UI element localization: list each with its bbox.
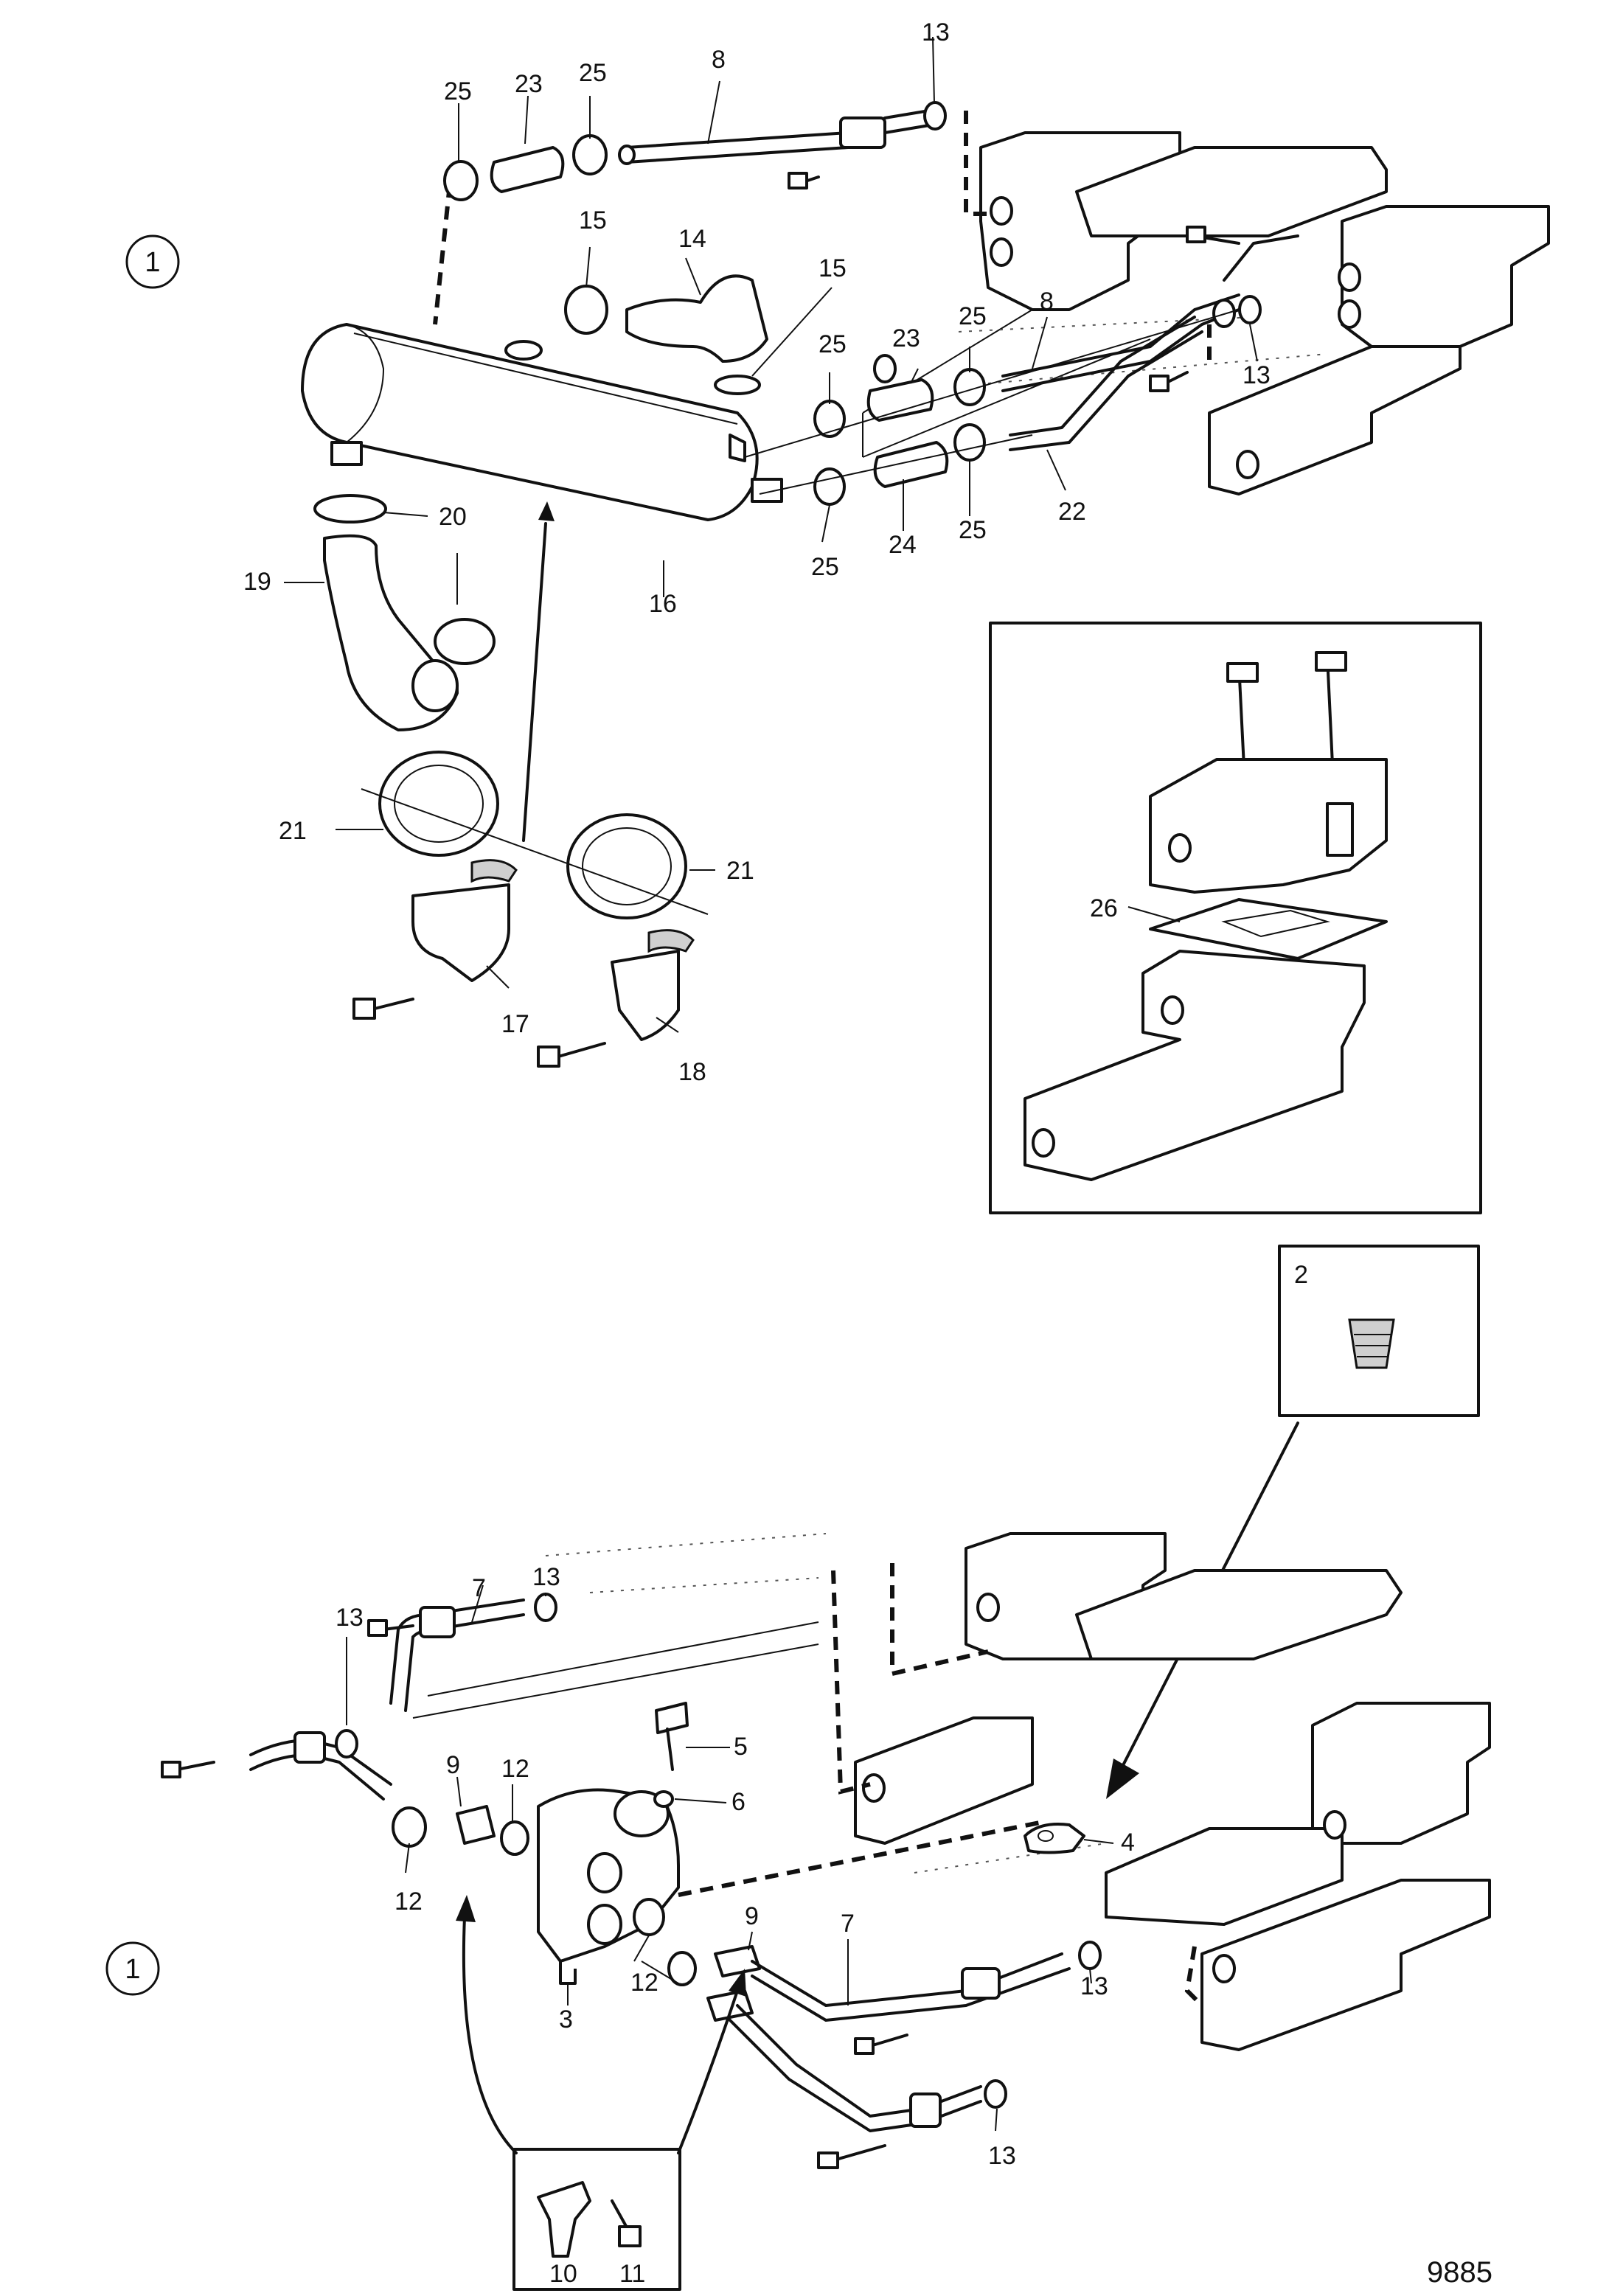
label-13-bottom-low: 13 (988, 2142, 1016, 2170)
label-13-bottom-right: 13 (1080, 1972, 1108, 2000)
label-12-left: 12 (395, 1888, 423, 1916)
pipe-7-lower (751, 1952, 1063, 2007)
label-23-mid: 23 (892, 324, 920, 352)
label-25-bottom-right: 25 (959, 516, 987, 544)
bracket-4 (1024, 1823, 1085, 1854)
pipe-22 (1009, 316, 1196, 436)
label-14: 14 (678, 225, 706, 253)
label-5: 5 (734, 1733, 748, 1761)
label-4: 4 (1121, 1829, 1135, 1857)
label-11: 11 (619, 2260, 645, 2288)
label-21-right: 21 (726, 857, 754, 885)
label-25-mid-left: 25 (819, 330, 847, 358)
label-12-bottom: 12 (630, 1969, 658, 1997)
inset-plug-2 (1106, 1245, 1480, 1799)
label-16: 16 (649, 590, 677, 618)
route-dash-top-left (433, 184, 452, 325)
label-26: 26 (1090, 894, 1118, 922)
label-24: 24 (889, 531, 917, 559)
label-17: 17 (501, 1010, 529, 1038)
label-8-top: 8 (712, 46, 726, 74)
label-19: 19 (243, 568, 271, 596)
label-10: 10 (549, 2260, 577, 2288)
label-7-top: 7 (472, 1574, 486, 1602)
heat-exchanger-16 (301, 323, 783, 521)
arrow-up-cooler (522, 522, 547, 842)
callout-1-top-text: 1 (145, 247, 160, 278)
label-21-left: 21 (279, 817, 307, 845)
label-25-top-mid: 25 (579, 59, 607, 87)
inset-gasket-26 (989, 622, 1482, 1214)
label-13-bottom-left: 13 (336, 1604, 364, 1632)
label-22: 22 (1058, 498, 1086, 526)
label-9-right: 9 (745, 1902, 759, 1930)
plug-2 (1348, 1318, 1395, 1369)
figure-number: 9885 (1427, 2256, 1492, 2289)
route-dash-top-right (964, 111, 995, 216)
label-13-top: 13 (922, 18, 950, 46)
route-dash-bottom-2 (890, 1563, 989, 1677)
callout-1-bottom-text: 1 (125, 1954, 140, 1985)
bottom-assembly (161, 1532, 1491, 2291)
label-12-top: 12 (501, 1755, 529, 1783)
label-25-top-left: 25 (444, 77, 472, 105)
engine-block-bottom (545, 1532, 1491, 2051)
leader-lines (284, 36, 1258, 2132)
label-8-mid: 8 (1040, 288, 1054, 316)
label-9-left: 9 (446, 1751, 460, 1779)
inset-10-11-frame (512, 2148, 681, 2291)
route-dash-bottom-1 (831, 1570, 871, 1795)
callout-1-top: 1 (125, 234, 180, 289)
label-15-left: 15 (579, 206, 607, 234)
label-7-bottom: 7 (841, 1910, 855, 1938)
callout-1-bottom: 1 (105, 1941, 160, 1996)
label-18: 18 (678, 1058, 706, 1086)
label-13-mid: 13 (1243, 361, 1271, 389)
label-15-right: 15 (819, 254, 847, 282)
label-25-bottom-left: 25 (811, 553, 839, 581)
label-25-mid-right: 25 (959, 302, 987, 330)
label-23-top: 23 (515, 70, 543, 98)
part-labels: 25 23 25 8 13 15 14 15 25 23 25 8 13 22 … (243, 18, 1308, 2288)
label-20-upper: 20 (439, 503, 467, 531)
label-6: 6 (731, 1788, 746, 1816)
label-2: 2 (1294, 1261, 1308, 1289)
engine-block-top (862, 131, 1550, 495)
label-13-bottom-mid: 13 (532, 1563, 560, 1591)
route-dash-bottom-3 (678, 1819, 1048, 1897)
label-3: 3 (559, 2005, 573, 2034)
top-assembly (301, 101, 1550, 1068)
route-dash-bottom-4 (1184, 1946, 1204, 2008)
